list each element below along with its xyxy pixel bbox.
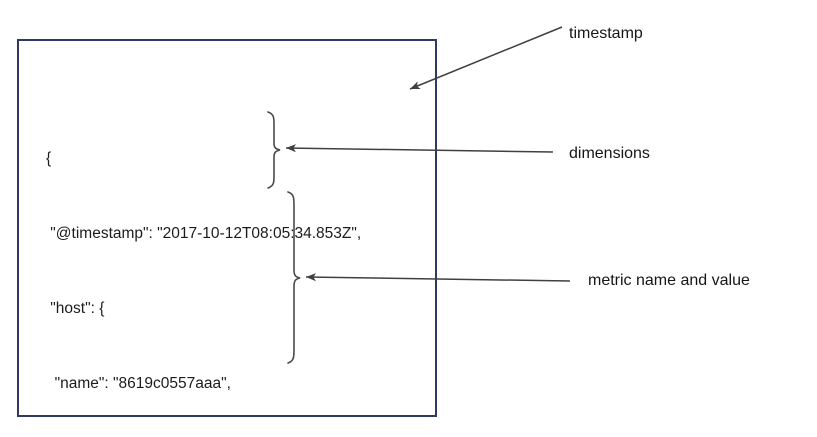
annotation-label-timestamp: timestamp xyxy=(569,25,643,42)
annotation-label-dimensions: dimensions xyxy=(569,145,650,162)
annotation-label-metric: metric name and value xyxy=(588,272,750,289)
json-line-0: { xyxy=(46,150,52,167)
json-line-1: "@timestamp": "2017-10-12T08:05:34.853Z"… xyxy=(46,225,362,242)
json-document-box: { "@timestamp": "2017-10-12T08:05:34.853… xyxy=(17,39,437,417)
json-code-block: { "@timestamp": "2017-10-12T08:05:34.853… xyxy=(46,96,446,437)
json-line-2: "host": { xyxy=(46,300,105,317)
json-line-3: "name": "8619c0557aaa", xyxy=(46,375,231,392)
